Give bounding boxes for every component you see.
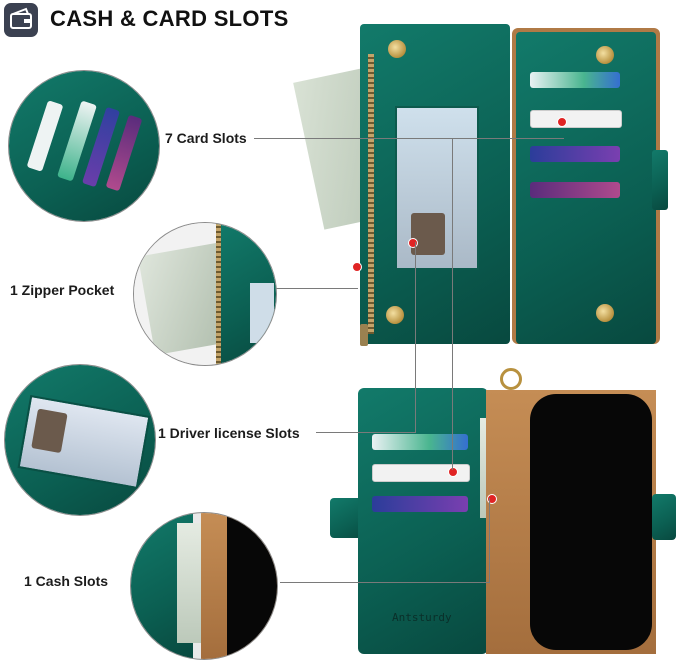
leader-line-card-slots — [254, 138, 564, 139]
card — [372, 496, 468, 512]
cash-bills — [177, 523, 201, 643]
snap-button — [386, 306, 404, 324]
snap-button — [388, 40, 406, 58]
wallet-top-product — [293, 24, 672, 354]
smartphone — [530, 394, 652, 650]
card — [372, 434, 468, 450]
card — [530, 110, 622, 128]
page-title: CASH & CARD SLOTS — [50, 6, 289, 31]
zipper — [216, 223, 221, 365]
zoom-circle-cash-slots — [130, 512, 278, 660]
ring-clip — [500, 368, 522, 390]
brand-logo: Antsturdy — [392, 611, 452, 624]
marker-dot — [448, 467, 458, 477]
label-card-slots: 7 Card Slots — [165, 130, 247, 146]
leader-line-card-slots-vertical — [452, 138, 453, 470]
marker-dot — [408, 238, 418, 248]
marker-dot — [487, 494, 497, 504]
id-photo — [411, 213, 445, 255]
card — [530, 72, 620, 88]
zoom-leather — [9, 71, 159, 221]
leader-line-license — [316, 432, 416, 433]
marker-dot — [352, 262, 362, 272]
zipper-pull — [360, 324, 368, 346]
id-window — [395, 106, 479, 270]
id-window — [250, 283, 274, 343]
zoom-circle-zipper-pocket — [133, 222, 277, 366]
label-cash-slots: 1 Cash Slots — [24, 573, 109, 589]
label-zipper-pocket: 1 Zipper Pocket — [10, 282, 115, 298]
card — [530, 182, 620, 198]
id-photo — [31, 408, 68, 454]
leader-line-license-vertical — [415, 242, 416, 432]
snap-button — [596, 46, 614, 64]
leader-line-cash — [280, 582, 490, 583]
card — [372, 464, 470, 482]
wallet-badge-icon — [4, 3, 38, 37]
zipper — [368, 54, 374, 334]
marker-dot — [557, 117, 567, 127]
smartphone — [227, 513, 277, 659]
leader-line-cash-vertical — [489, 498, 490, 582]
zoom-circle-driver-license — [4, 364, 156, 516]
side-tab — [652, 494, 676, 540]
label-driver-license: 1 Driver license Slots — [158, 425, 300, 441]
wallet-bottom-product: Antsturdy — [320, 368, 676, 658]
card — [530, 146, 620, 162]
zoom-circle-card-slots — [8, 70, 160, 222]
snap-button — [596, 304, 614, 322]
strap-tab — [652, 150, 668, 210]
leader-line-zipper — [272, 288, 358, 289]
